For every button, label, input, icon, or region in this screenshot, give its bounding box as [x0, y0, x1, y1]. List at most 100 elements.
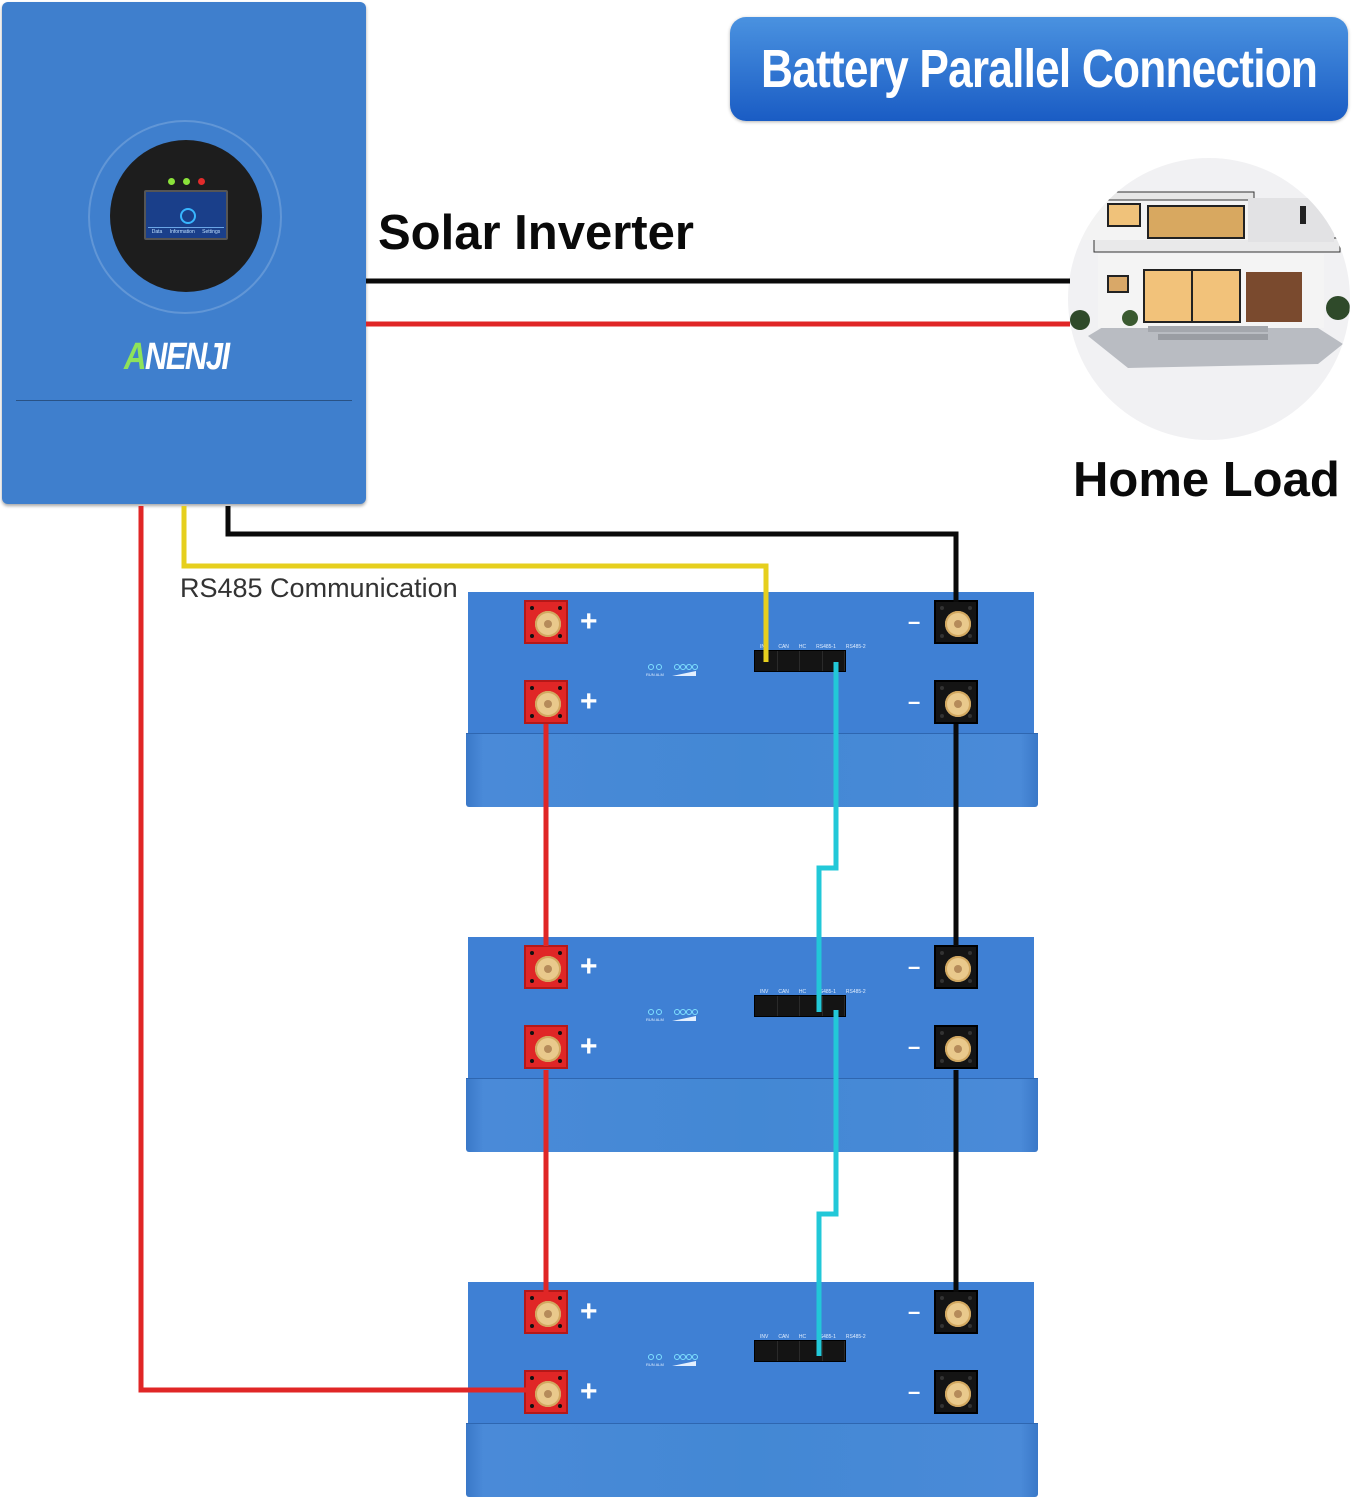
terminal-stud: [945, 1301, 971, 1327]
rj45-port[interactable]: [778, 996, 800, 1016]
soc-led-icon: [680, 1009, 686, 1015]
negative-terminal-icon[interactable]: [934, 1025, 978, 1069]
terminal-stud: [945, 691, 971, 717]
terminal-stud: [535, 611, 561, 637]
soc-led-icon: [692, 1009, 698, 1015]
soc-led-icon: [686, 664, 692, 670]
rj45-port[interactable]: [755, 1341, 778, 1361]
negative-terminal-icon[interactable]: [934, 1290, 978, 1334]
terminal-stud: [945, 1036, 971, 1062]
terminal-stud: [945, 1381, 971, 1407]
positive-terminal-icon[interactable]: [524, 945, 568, 989]
negative-sign: –: [908, 689, 921, 714]
alarm-led-icon: [656, 664, 662, 670]
rj45-port[interactable]: [823, 996, 845, 1016]
rj45-port[interactable]: [823, 651, 845, 671]
home-load-label: Home Load: [1073, 453, 1340, 507]
positive-terminal-icon[interactable]: [524, 1290, 568, 1334]
port-label: INV: [760, 1334, 769, 1340]
negative-sign: –: [908, 1299, 921, 1324]
solar-inverter-device: Data Information Settings ANENJI: [2, 2, 366, 504]
soc-led-icon: [692, 1354, 698, 1360]
port-label: RS485-2: [845, 1334, 866, 1340]
title-banner: Battery Parallel Connection: [730, 17, 1348, 121]
negative-sign: –: [908, 1034, 921, 1059]
port-label: INV: [760, 989, 769, 995]
rs485-communication-label: RS485 Communication: [180, 573, 458, 603]
brand-logo-accent: A: [124, 336, 147, 378]
communication-port-block[interactable]: [754, 1340, 846, 1362]
soc-led-icon: [680, 1354, 686, 1360]
terminal-stud: [535, 691, 561, 717]
positive-terminal-icon[interactable]: [524, 1370, 568, 1414]
rj45-port[interactable]: [800, 996, 823, 1016]
negative-terminal-icon[interactable]: [934, 680, 978, 724]
rj45-port[interactable]: [755, 996, 778, 1016]
led-green-icon: [183, 178, 190, 185]
negative-terminal-icon[interactable]: [934, 600, 978, 644]
lcd-tab: Settings: [202, 229, 221, 235]
soc-led-icon: [686, 1354, 692, 1360]
capacity-wedge-icon: [672, 1361, 696, 1366]
rj45-port[interactable]: [778, 1341, 800, 1361]
terminal-stud: [535, 956, 561, 982]
led-red-icon: [198, 178, 205, 185]
negative-terminal-icon[interactable]: [934, 1370, 978, 1414]
led-green-icon: [168, 178, 175, 185]
positive-terminal-icon[interactable]: [524, 600, 568, 644]
communication-port-block[interactable]: [754, 995, 846, 1017]
positive-sign: +: [580, 685, 598, 718]
communication-port-block[interactable]: [754, 650, 846, 672]
run-led-icon: [648, 1354, 654, 1360]
port-label: HC: [798, 1334, 807, 1340]
rj45-port[interactable]: [755, 651, 778, 671]
capacity-wedge-icon: [672, 1016, 696, 1021]
negative-sign: –: [908, 954, 921, 979]
terminal-stud: [945, 956, 971, 982]
brand-logo-text: NENJI: [144, 336, 230, 378]
rj45-port[interactable]: [800, 651, 823, 671]
positive-terminal-icon[interactable]: [524, 1025, 568, 1069]
negative-sign: –: [908, 1379, 921, 1404]
capacity-wedge-icon: [672, 671, 696, 676]
battery-base: [466, 1078, 1038, 1152]
run-led-icon: [648, 664, 654, 670]
negative-terminal-icon[interactable]: [934, 945, 978, 989]
status-leds: [168, 178, 205, 185]
alarm-led-icon: [656, 1354, 662, 1360]
rj45-port[interactable]: [800, 1341, 823, 1361]
port-label: CAN: [778, 644, 789, 650]
lcd-tab: Information: [169, 229, 195, 235]
title-text: Battery Parallel Connection: [760, 39, 1318, 99]
battery-base: [466, 1423, 1038, 1497]
positive-terminal-icon[interactable]: [524, 680, 568, 724]
inverter-lcd-screen: Data Information Settings: [144, 190, 228, 240]
port-label: CAN: [778, 989, 789, 995]
soc-led-icon: [692, 664, 698, 670]
port-label: HC: [798, 644, 807, 650]
port-label: HC: [798, 989, 807, 995]
alarm-led-icon: [656, 1009, 662, 1015]
terminal-stud: [945, 611, 971, 637]
soc-led-icon: [680, 664, 686, 670]
negative-sign: –: [908, 609, 921, 634]
soc-led-icon: [674, 1354, 680, 1360]
port-label: CAN: [778, 1334, 789, 1340]
brand-logo: ANENJI: [124, 336, 230, 379]
home-load-image: [1068, 158, 1350, 440]
soc-led-icon: [686, 1009, 692, 1015]
terminal-stud: [535, 1301, 561, 1327]
indicator-caption: RUN ALM: [646, 672, 664, 677]
inverter-panel-seam: [16, 400, 352, 401]
soc-led-icon: [674, 1009, 680, 1015]
rj45-port[interactable]: [778, 651, 800, 671]
battery-base: [466, 733, 1038, 807]
indicator-caption: RUN ALM: [646, 1017, 664, 1022]
port-label: RS485-2: [845, 989, 866, 995]
lcd-tab-bar: Data Information Settings: [148, 227, 224, 236]
solar-inverter-label: Solar Inverter: [378, 206, 694, 260]
rj45-port[interactable]: [823, 1341, 845, 1361]
